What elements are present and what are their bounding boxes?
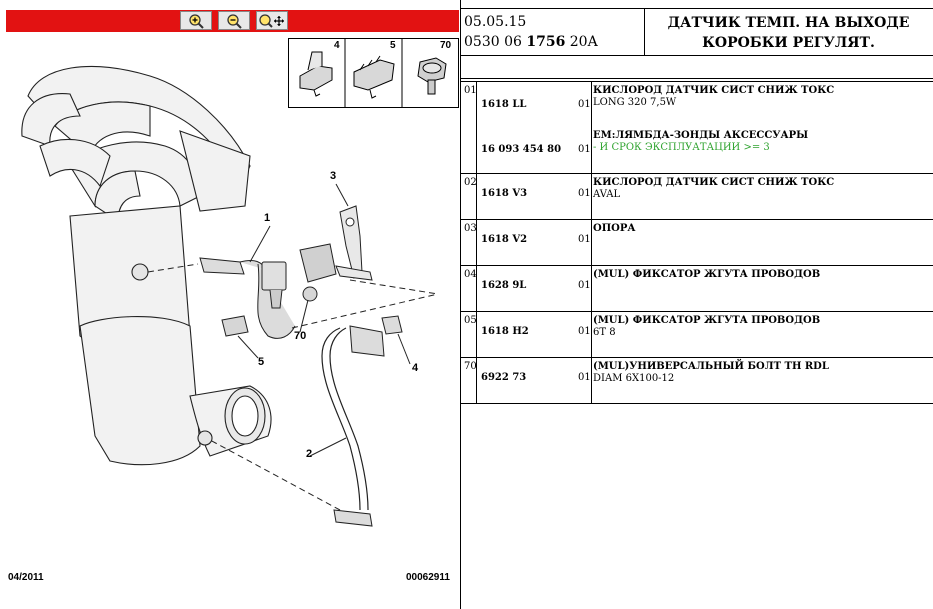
- table-row[interactable]: 04 1628 9L 01 (MUL) ФИКСАТОР ЖГУТА ПРОВО…: [461, 266, 933, 312]
- inset-label-70: 70: [440, 40, 452, 51]
- row-index: 03: [461, 220, 477, 265]
- bolt-70-icon: [417, 57, 447, 95]
- zoom-out-button[interactable]: [218, 11, 250, 30]
- row-desc-cell: (MUL) ФИКСАТОР ЖГУТА ПРОВОДОВ 6T 8: [593, 312, 933, 339]
- row-qty-cell: 01: [576, 220, 592, 265]
- table-row[interactable]: 05 1618 H2 01 (MUL) ФИКСАТОР ЖГУТА ПРОВО…: [461, 312, 933, 358]
- magnifier-minus-icon: [227, 13, 242, 29]
- callout-1: 1: [264, 212, 271, 224]
- row-index: 05: [461, 312, 477, 357]
- parts-table: 01 1618 LL 16 093 454 80 01 01 КИСЛОРОД …: [461, 81, 933, 404]
- code-prefix: 0530 06: [464, 34, 527, 50]
- part-ref[interactable]: 1618 LL: [481, 99, 527, 110]
- zoom-fit-button[interactable]: [256, 11, 288, 30]
- inset-label-5: 5: [390, 40, 396, 51]
- table-row[interactable]: 02 1618 V3 01 КИСЛОРОД ДАТЧИК СИСТ СНИЖ …: [461, 174, 933, 220]
- table-row[interactable]: 03 1618 V2 01 ОПОРА: [461, 220, 933, 266]
- row-desc-cell: (MUL) ФИКСАТОР ЖГУТА ПРОВОДОВ: [593, 266, 933, 281]
- code-suffix: 20A: [565, 34, 598, 50]
- table-row[interactable]: 70 6922 73 01 (MUL)УНИВЕРСАЛЬНЫЙ БОЛТ TH…: [461, 358, 933, 404]
- callout-70: 70: [294, 330, 307, 342]
- row-qty-cell: 01: [576, 174, 592, 219]
- part-qty: 01: [578, 280, 591, 291]
- magnifier-move-icon: [259, 13, 284, 28]
- header-code: 0530 06 1756 20A: [464, 32, 598, 52]
- part-qty: 01: [578, 372, 591, 383]
- inset-parts: [288, 38, 459, 108]
- callout-4: 4: [412, 362, 419, 374]
- part-sub-ref[interactable]: 16 093 454 80: [481, 144, 562, 155]
- part-sub-note: - И СРОК ЭКСПЛУАТАЦИИ >= 3: [593, 142, 770, 153]
- callout-3: 3: [330, 170, 337, 182]
- zoom-in-button[interactable]: [180, 11, 212, 30]
- header-divider: [644, 9, 645, 55]
- part-ref[interactable]: 1618 V3: [481, 188, 528, 199]
- parts-panel: 05.05.15 0530 06 1756 20A ДАТЧИК ТЕМП. Н…: [461, 0, 933, 609]
- row-desc-cell: КИСЛОРОД ДАТЧИК СИСТ СНИЖ ТОКС LONG 320 …: [593, 82, 933, 154]
- row-index: 02: [461, 174, 477, 219]
- part-desc: LONG 320 7,5W: [593, 97, 677, 108]
- code-bold: 1756: [526, 34, 566, 50]
- magnifier-plus-icon: [189, 13, 204, 29]
- part-name: (MUL) ФИКСАТОР ЖГУТА ПРОВОДОВ: [593, 315, 821, 326]
- row-ref-cell: 1628 9L: [477, 266, 576, 311]
- header-info: 05.05.15 0530 06 1756 20A: [464, 12, 598, 52]
- part-ref[interactable]: 1628 9L: [481, 280, 527, 291]
- row-index: 04: [461, 266, 477, 311]
- illustration-code: 00062911: [406, 572, 450, 583]
- table-row[interactable]: 01 1618 LL 16 093 454 80 01 01 КИСЛОРОД …: [461, 82, 933, 174]
- part-qty: 01: [578, 99, 591, 110]
- callout-5: 5: [258, 356, 265, 368]
- illustration-date: 04/2011: [8, 572, 44, 583]
- part-name: КИСЛОРОД ДАТЧИК СИСТ СНИЖ ТОКС: [593, 177, 835, 188]
- callout-2: 2: [306, 448, 313, 460]
- title-line-1: ДАТЧИК ТЕМП. НА ВЫХОДЕ: [667, 15, 910, 31]
- header-spacer: [461, 54, 933, 79]
- row-qty-cell: 01 01: [576, 82, 592, 173]
- part-name: КИСЛОРОД ДАТЧИК СИСТ СНИЖ ТОКС: [593, 85, 835, 96]
- part-qty: 01: [578, 326, 591, 337]
- zoom-toolbar: [6, 10, 459, 32]
- exploded-diagram: [21, 65, 439, 527]
- row-ref-cell: 1618 H2: [477, 312, 576, 357]
- row-qty-cell: 01: [576, 358, 592, 403]
- inset-label-4: 4: [334, 40, 340, 51]
- row-index: 70: [461, 358, 477, 403]
- part-name: (MUL)УНИВЕРСАЛЬНЫЙ БОЛТ TH RDL: [593, 361, 829, 372]
- row-desc-cell: КИСЛОРОД ДАТЧИК СИСТ СНИЖ ТОКС AVAL: [593, 174, 933, 201]
- row-qty-cell: 01: [576, 266, 592, 311]
- row-ref-cell: 1618 LL 16 093 454 80: [477, 82, 576, 173]
- part-ref[interactable]: 1618 V2: [481, 234, 528, 245]
- row-ref-cell: 6922 73: [477, 358, 576, 403]
- page-header: 05.05.15 0530 06 1756 20A ДАТЧИК ТЕМП. Н…: [461, 8, 933, 56]
- part-ref[interactable]: 1618 H2: [481, 326, 529, 337]
- row-index: 01: [461, 82, 477, 173]
- header-date: 05.05.15: [464, 14, 527, 30]
- part-name: ОПОРА: [593, 223, 636, 234]
- page-title: ДАТЧИК ТЕМП. НА ВЫХОДЕ КОРОБКИ РЕГУЛЯТ.: [646, 13, 931, 53]
- part-sub-qty: 01: [578, 144, 591, 155]
- clip-5-icon: [353, 55, 395, 99]
- illustration-panel: 4 5 70: [0, 0, 461, 609]
- part-qty: 01: [578, 188, 591, 199]
- part-desc: DIAM 6X100-12: [593, 373, 675, 384]
- row-desc-cell: (MUL)УНИВЕРСАЛЬНЫЙ БОЛТ TH RDL DIAM 6X10…: [593, 358, 933, 385]
- row-desc-cell: ОПОРА: [593, 220, 933, 235]
- part-desc: 6T 8: [593, 327, 616, 338]
- row-qty-cell: 01: [576, 312, 592, 357]
- clip-4-icon: [299, 51, 333, 97]
- row-ref-cell: 1618 V3: [477, 174, 576, 219]
- part-desc: AVAL: [593, 189, 621, 200]
- title-line-2: КОРОБКИ РЕГУЛЯТ.: [702, 35, 875, 51]
- row-ref-cell: 1618 V2: [477, 220, 576, 265]
- part-ref[interactable]: 6922 73: [481, 372, 527, 383]
- part-sub-name: ЕМ:ЛЯМБДА-ЗОНДЫ АКСЕССУАРЫ: [593, 130, 809, 141]
- part-qty: 01: [578, 234, 591, 245]
- part-name: (MUL) ФИКСАТОР ЖГУТА ПРОВОДОВ: [593, 269, 821, 280]
